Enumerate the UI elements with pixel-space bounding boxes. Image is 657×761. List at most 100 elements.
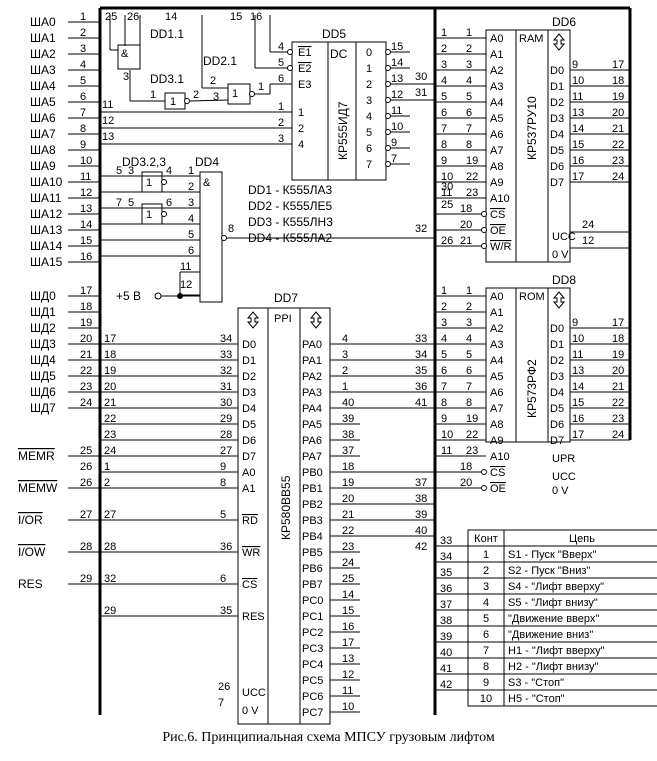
dd8-upr-label: UPR <box>552 453 575 465</box>
bus-pin-number: 4 <box>80 59 86 71</box>
bus-pin-number: 25 <box>441 199 453 211</box>
connector-table <box>467 529 657 707</box>
bus-pin-number: 6 <box>80 91 86 103</box>
bus-pin-number: 10 <box>80 155 92 167</box>
bus-pin-number: 26 <box>441 235 453 247</box>
addr-signal-label: ША4 <box>30 79 56 93</box>
bus-pin-number: 39 <box>415 509 427 521</box>
legend-line: DD3 - К555ЛН3 <box>248 215 333 229</box>
dd5-input-label: 1 <box>298 107 304 119</box>
dd6-addr-label: A5 <box>490 113 503 125</box>
pin-number: 3 <box>278 133 284 145</box>
bus-pin-number: 9 <box>441 413 447 425</box>
chip-dd6-right <box>547 29 571 263</box>
pin-number: 1 <box>466 285 472 297</box>
pin-number: 7 <box>466 381 472 393</box>
bus-pin-number: 26 <box>80 477 92 489</box>
bus-pin-number: 5 <box>441 91 447 103</box>
bus-pin-number: 23 <box>80 381 92 393</box>
bus-pin-number: 40 <box>415 525 427 537</box>
dd6-data-label: D7 <box>550 177 564 189</box>
pin-number: 35 <box>220 605 232 617</box>
pin-number: 8 <box>228 223 234 235</box>
table-cell-circuit: S1 - Пуск "Вверх" <box>508 549 596 561</box>
pin-number: 3 <box>466 317 472 329</box>
pin-number: 11 <box>180 261 191 273</box>
bus-pin-number: 28 <box>80 541 92 553</box>
pin-number: 11 <box>102 99 113 111</box>
dd7-left-label: D4 <box>242 403 256 415</box>
dd8-addr-label: A2 <box>490 323 503 335</box>
dd8-data-label: D5 <box>550 403 564 415</box>
pin-number: 18 <box>460 203 472 215</box>
addr-signal-label: ША10 <box>30 175 63 189</box>
pin-number: 16 <box>572 413 584 425</box>
bus-pin-number: 17 <box>612 317 624 329</box>
pin-number: 5 <box>188 229 194 241</box>
pin-number: 26 <box>218 681 230 693</box>
bus-pin-number: 3 <box>80 43 86 55</box>
dd8-addr-label: A10 <box>490 451 510 463</box>
dd7-left-label: D6 <box>242 435 256 447</box>
gate-dd11 <box>117 44 141 70</box>
pin-number: 19 <box>466 413 478 425</box>
dd5-output-label: 0 <box>366 47 372 59</box>
pin-number: 12 <box>180 279 192 291</box>
bus-pin-number: 29 <box>80 573 92 585</box>
bus-pin-number: 8 <box>441 397 447 409</box>
chip-dd5-type: DC <box>330 47 348 61</box>
bus-pin-number: 32 <box>415 223 427 235</box>
bus-pin-number: 35 <box>440 567 452 579</box>
and-symbol: & <box>121 48 129 60</box>
pin-number: 16 <box>572 155 584 167</box>
bus-pin-number: 23 <box>104 429 116 441</box>
bus-pin-number: 27 <box>80 509 92 521</box>
pin-number: 10 <box>572 75 584 87</box>
pin-number: 15 <box>572 139 584 151</box>
dd8-data-label: D6 <box>550 419 564 431</box>
inverter-bubble <box>385 49 391 55</box>
dd7-left-label: RES <box>242 611 265 623</box>
bus-pin-number: 18 <box>104 349 116 361</box>
bus-pin-number: 36 <box>415 381 427 393</box>
bus-pin-number: 36 <box>440 583 452 595</box>
dd7-pb-label: PB3 <box>302 515 323 527</box>
dd8-addr-label: A4 <box>490 355 503 367</box>
table-cell-contact: 2 <box>483 565 489 577</box>
addr-signal-label: ША2 <box>30 47 56 61</box>
dd7-pa-label: PA0 <box>302 339 322 351</box>
dd7-left-label: CS <box>242 579 257 591</box>
bus-pin-number: 26 <box>80 461 92 473</box>
dd7-pc-label: PC7 <box>302 707 323 719</box>
pin-number: 6 <box>466 365 472 377</box>
dd7-pa-label: PA2 <box>302 371 322 383</box>
inverter-bubble <box>481 485 487 491</box>
legend-line: DD2 - К555ЛЕ5 <box>248 199 333 213</box>
pin-number: 4 <box>342 333 348 345</box>
chip-dd5-right <box>355 41 387 181</box>
pin-number: 12 <box>342 669 354 681</box>
dd5-input-label: E3 <box>298 79 311 91</box>
chip-dd8-right <box>547 287 571 443</box>
dd7-left-label: D0 <box>242 339 256 351</box>
inverter-bubble <box>481 243 487 249</box>
bus-pin-number: 21 <box>80 349 92 361</box>
pin-number: 12 <box>102 115 114 127</box>
dd8-addr-label: A3 <box>490 339 503 351</box>
bus-pin-number: 24 <box>80 397 92 409</box>
pin-number: 32 <box>220 365 232 377</box>
pin-number: 13 <box>572 107 584 119</box>
table-cell-circuit: H2 - "Лифт внизу" <box>508 661 598 673</box>
inverter-bubble <box>385 145 391 151</box>
addr-signal-label: ША12 <box>30 207 63 221</box>
bus-pin-number: 2 <box>441 301 447 313</box>
junction-dot <box>177 293 183 299</box>
pin-number: 5 <box>116 165 122 177</box>
dd7-pc-label: PC2 <box>302 627 323 639</box>
chip-dd7-type: PPI <box>274 313 292 325</box>
data-signal-label: ШД7 <box>30 401 56 415</box>
pin-number: 20 <box>460 477 472 489</box>
pin-number: 25 <box>105 11 117 23</box>
dd7-pb-label: PB1 <box>302 483 323 495</box>
table-cell-contact: 3 <box>483 581 489 593</box>
